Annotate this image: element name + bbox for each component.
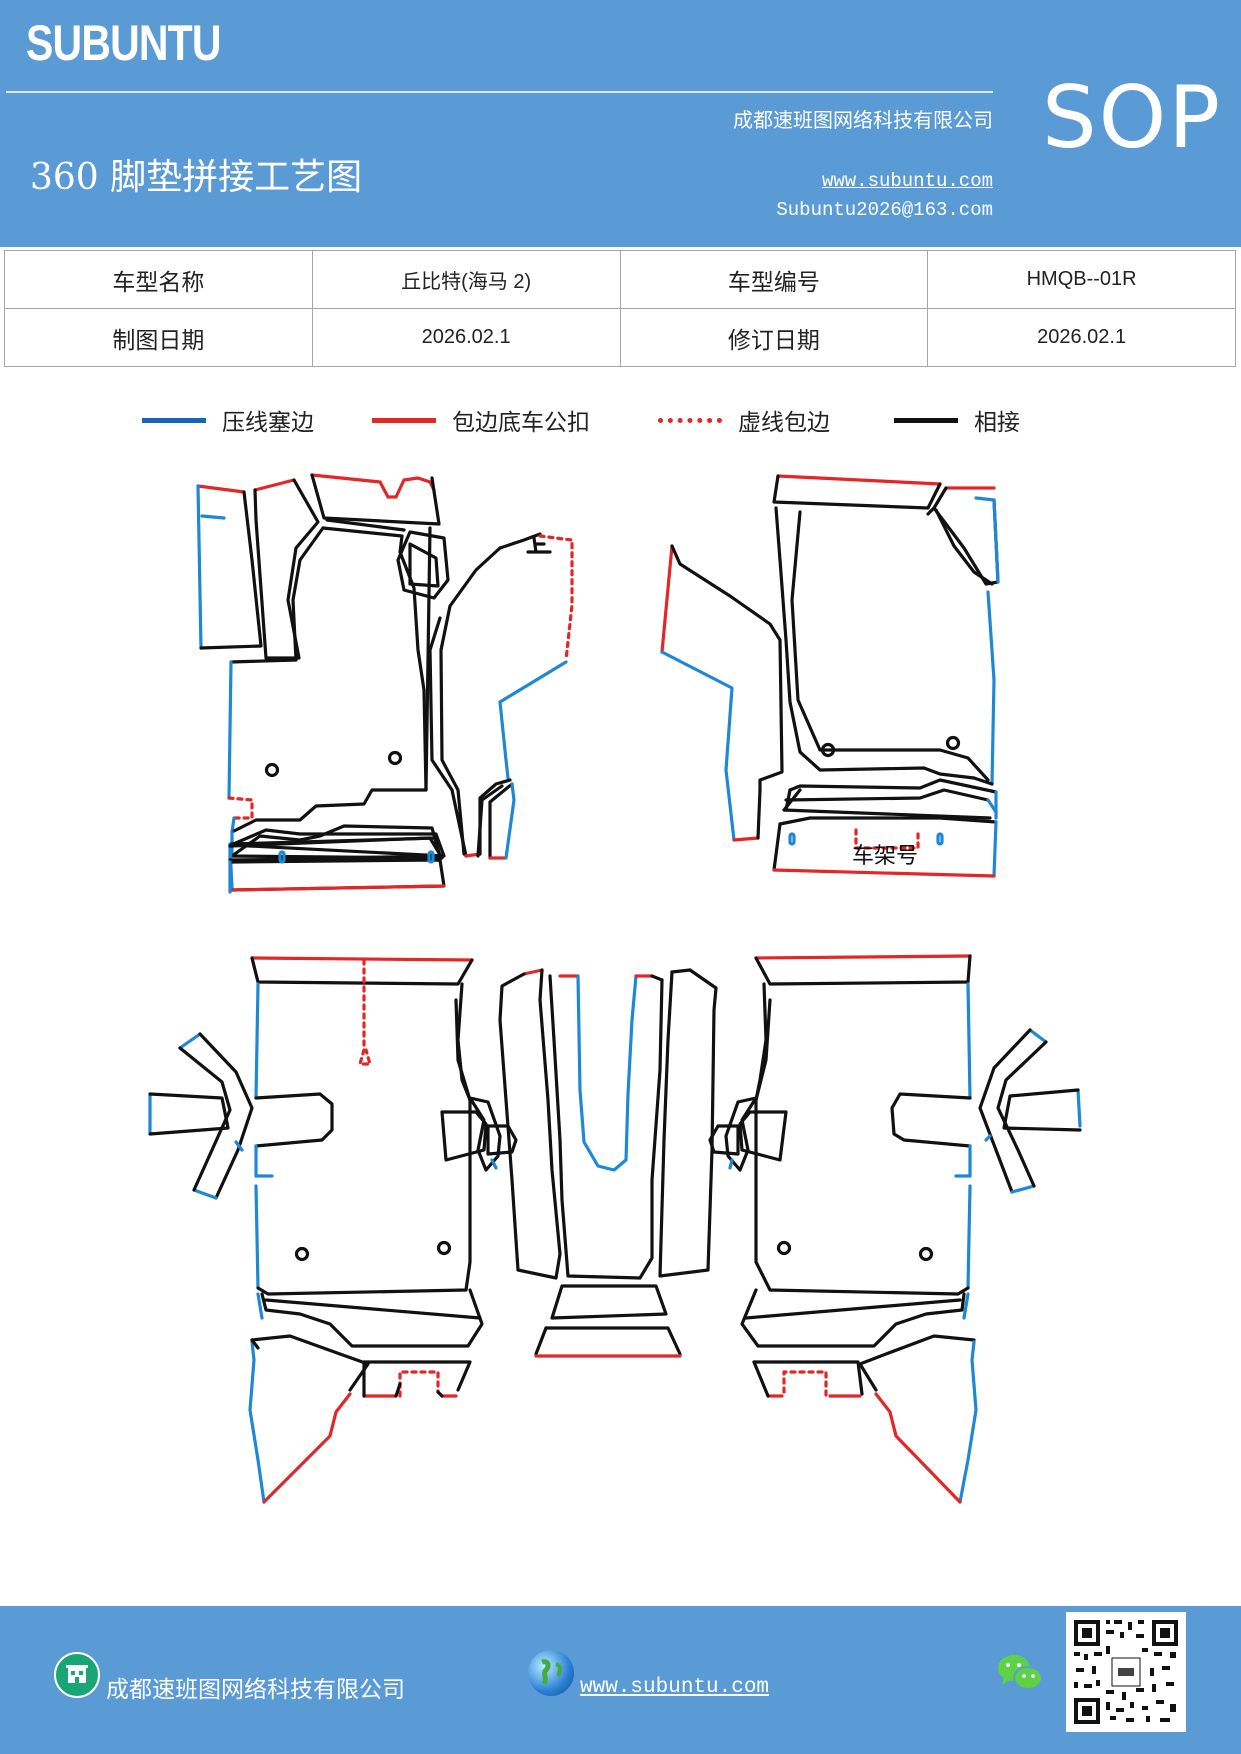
draw-date-label: 制图日期 (4, 308, 313, 367)
legend-swatch (372, 417, 436, 423)
legend-join-line: 相接 (894, 404, 1020, 436)
building-icon (54, 1652, 100, 1698)
floor-mat-diagram: .k { stroke:#111; stroke-width:3.2; } .b… (148, 473, 1082, 1504)
footer-company-name: 成都速班图网络科技有限公司 (106, 1677, 405, 1703)
sop-badge: SOP (1042, 68, 1223, 168)
legend-swatch (894, 417, 958, 423)
email-address: Subuntu2026@163.com (776, 199, 993, 221)
header-divider (6, 91, 993, 93)
rear-left-mat (148, 956, 518, 1504)
legend-wrap-line: 包边底车公扣 (372, 404, 590, 436)
front-left-mat (196, 473, 574, 894)
draw-date-value: 2026.02.1 (311, 308, 621, 367)
legend-label: 虚线包边 (738, 410, 830, 436)
globe-icon (528, 1650, 574, 1696)
table-row: 车型名称 丘比特(海马 2) 车型编号 HMQB--01R (4, 250, 1236, 309)
revision-date-label: 修订日期 (619, 308, 929, 367)
frame-number-label: 车架号 (852, 844, 918, 869)
legend-swatch (658, 417, 722, 423)
model-name-value: 丘比特(海马 2) (311, 250, 621, 309)
center-tunnel-mat (498, 968, 718, 1358)
legend-label: 压线塞边 (222, 410, 314, 436)
qr-code-icon (1066, 1612, 1186, 1732)
legend-press-line: 压线塞边 (142, 404, 314, 436)
legend-label: 相接 (974, 410, 1020, 436)
footer-website-link[interactable]: www.subuntu.com (580, 1676, 770, 1699)
legend-dotted-line: 虚线包边 (658, 404, 830, 436)
wechat-icon[interactable] (996, 1652, 1044, 1698)
legend-label: 包边底车公扣 (452, 410, 590, 436)
model-code-value: HMQB--01R (927, 250, 1236, 309)
rear-right-mat (708, 954, 1082, 1504)
vehicle-info-table: 车型名称 丘比特(海马 2) 车型编号 HMQB--01R 制图日期 2026.… (4, 250, 1236, 367)
website-link[interactable]: www.subuntu.com (821, 170, 993, 192)
page-title: 360 脚垫拼接工艺图 (30, 157, 363, 198)
company-name: 成都速班图网络科技有限公司 (733, 108, 993, 132)
model-name-label: 车型名称 (4, 250, 313, 309)
table-row: 制图日期 2026.02.1 修订日期 2026.02.1 (4, 308, 1236, 367)
header-banner: SUBUNTU 360 脚垫拼接工艺图 成都速班图网络科技有限公司 www.su… (0, 0, 1241, 247)
revision-date-value: 2026.02.1 (927, 308, 1236, 367)
brand-logo: SUBUNTU (26, 15, 222, 71)
front-right-mat (660, 474, 1000, 878)
legend-swatch (142, 417, 206, 423)
model-code-label: 车型编号 (619, 250, 929, 309)
